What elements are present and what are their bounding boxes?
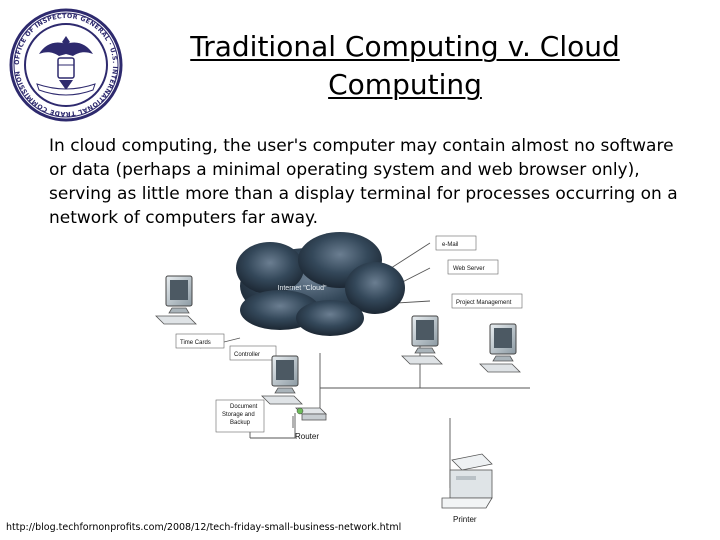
computer-controller	[261, 355, 303, 405]
printer-icon	[441, 453, 493, 509]
router-icon	[295, 407, 327, 421]
internet-cloud: Internet "Cloud"	[236, 232, 405, 336]
computer-middle	[401, 315, 443, 365]
label-email: e-Mail	[442, 242, 458, 248]
body-paragraph: In cloud computing, the user's computer …	[49, 136, 678, 228]
label-time-cards: Time Cards	[180, 340, 211, 346]
label-controller: Controller	[234, 352, 260, 358]
cloud-network-diagram: Internet "Cloud" e-Mail Web Server Proje…	[155, 232, 530, 524]
label-router: Router	[295, 432, 319, 441]
label-project-management: Project Management	[456, 300, 512, 306]
slide-title: Traditional Computing v. Cloud Computing	[190, 30, 620, 101]
label-document-storage: Document Storage and Backup	[222, 404, 259, 426]
source-link[interactable]: http://blog.techfornonprofits.com/2008/1…	[6, 522, 402, 533]
label-web-server: Web Server	[453, 266, 485, 272]
computer-top-left	[155, 275, 197, 325]
cloud-label: Internet "Cloud"	[278, 285, 327, 292]
label-printer: Printer	[453, 515, 477, 524]
seal-logo: OFFICE OF INSPECTOR GENERAL · U.S. INTER…	[9, 8, 123, 122]
computer-right	[479, 323, 521, 373]
eagle-icon	[39, 36, 93, 90]
